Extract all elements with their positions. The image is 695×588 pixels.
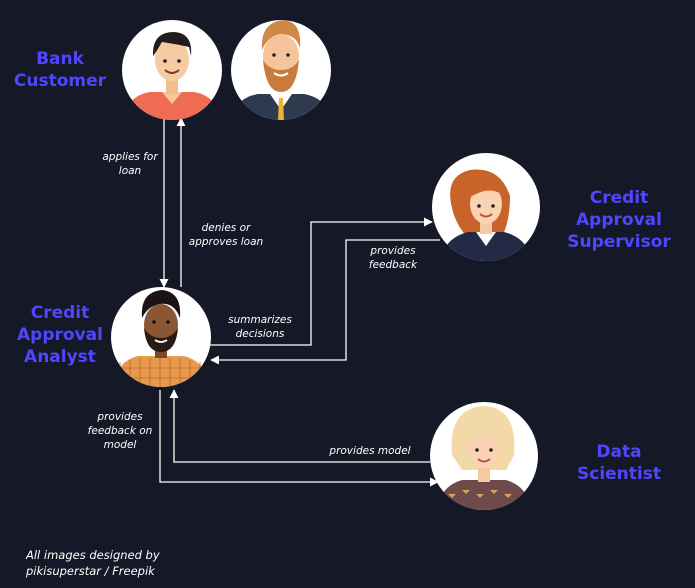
edge-label-applies-for-loan: applies for loan xyxy=(94,150,166,178)
role-data-scientist: Data Scientist xyxy=(568,441,670,485)
role-analyst-line-2: Approval xyxy=(17,325,103,345)
arrow-scientist-to-analyst xyxy=(169,389,430,463)
role-supervisor-line-1: Credit xyxy=(589,188,649,208)
edge-label-provides-model: provides model xyxy=(320,444,420,458)
role-bank-customer-line-2: Customer xyxy=(13,71,107,91)
arrow-supervisor-to-analyst xyxy=(210,239,440,365)
role-supervisor-line-2: Approval xyxy=(576,210,662,230)
edge-label-provides-feedback: provides feedback xyxy=(360,244,426,272)
edge-label-feedback-line-1: provides xyxy=(370,245,416,257)
arrow-analyst-to-supervisor xyxy=(210,217,433,346)
role-bank-customer: Bank Customer xyxy=(8,48,112,92)
role-scientist-line-1: Data xyxy=(596,442,642,462)
edge-label-summarizes-decisions: summarizes decisions xyxy=(222,313,298,341)
image-credit-line-1: All images designed by xyxy=(26,548,160,562)
edge-label-summarizes-line-2: decisions xyxy=(235,328,285,340)
edge-label-denies-or-approves: denies or approves loan xyxy=(184,221,268,249)
edge-label-summarizes-line-1: summarizes xyxy=(228,314,292,326)
bank-customer-avatar-2 xyxy=(231,20,331,120)
edge-label-feedback-line-2: feedback xyxy=(368,259,418,271)
role-analyst-line-3: Analyst xyxy=(24,347,96,367)
image-credit-line-2: pikisuperstar / Freepik xyxy=(26,564,155,578)
edge-label-applies-line-2: loan xyxy=(118,165,142,177)
edge-label-applies-line-1: applies for xyxy=(102,151,158,163)
role-scientist-line-2: Scientist xyxy=(577,464,661,484)
edge-label-model-feedback-line-1: provides xyxy=(97,411,143,423)
edge-label-provides-model-line-1: provides model xyxy=(329,445,411,457)
bank-customer-avatar xyxy=(122,20,222,120)
credit-approval-supervisor-avatar xyxy=(432,153,540,261)
edge-label-feedback-on-model: provides feedback on model xyxy=(82,410,158,452)
data-scientist-avatar xyxy=(430,402,538,510)
arrow-analyst-to-scientist xyxy=(159,390,439,487)
role-credit-approval-supervisor: Credit Approval Supervisor xyxy=(563,187,675,253)
edge-label-denies-line-2: approves loan xyxy=(188,236,264,248)
role-bank-customer-line-1: Bank xyxy=(36,49,84,69)
edge-label-denies-line-1: denies or xyxy=(201,222,251,234)
role-supervisor-line-3: Supervisor xyxy=(567,232,671,252)
credit-approval-analyst-avatar xyxy=(111,287,211,387)
role-credit-approval-analyst: Credit Approval Analyst xyxy=(10,302,110,368)
edge-label-model-feedback-line-3: model xyxy=(103,439,137,451)
image-credit: All images designed by pikisuperstar / F… xyxy=(26,547,160,579)
role-analyst-line-1: Credit xyxy=(30,303,90,323)
edge-label-model-feedback-line-2: feedback on xyxy=(87,425,153,437)
